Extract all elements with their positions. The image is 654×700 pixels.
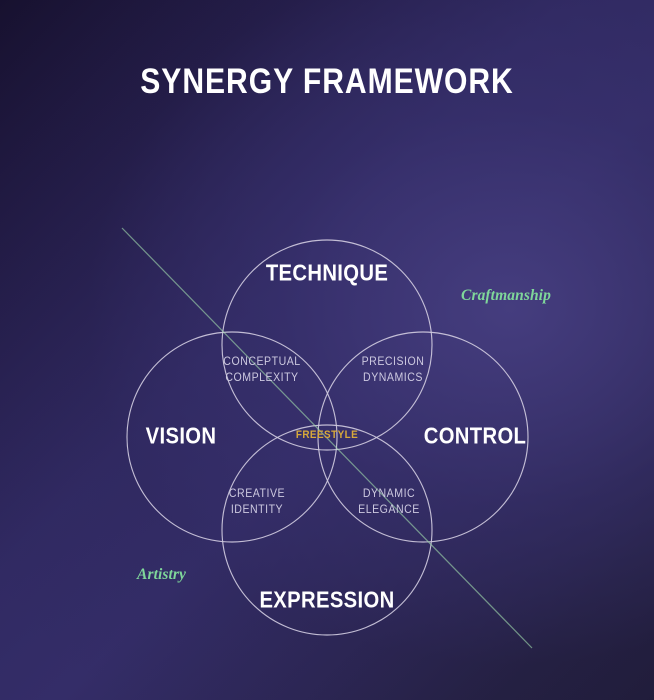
circle-technique[interactable] <box>221 239 433 451</box>
axis-label-craftmanship: Craftmanship <box>461 287 551 304</box>
diagonal-axis-line <box>121 227 533 649</box>
circle-vision[interactable] <box>126 331 338 543</box>
circle-control[interactable] <box>317 331 529 543</box>
circle-expression[interactable] <box>221 424 433 636</box>
axis-label-artistry: Artistry <box>137 566 187 583</box>
page-title: SYNERGY FRAMEWORK <box>140 62 514 101</box>
